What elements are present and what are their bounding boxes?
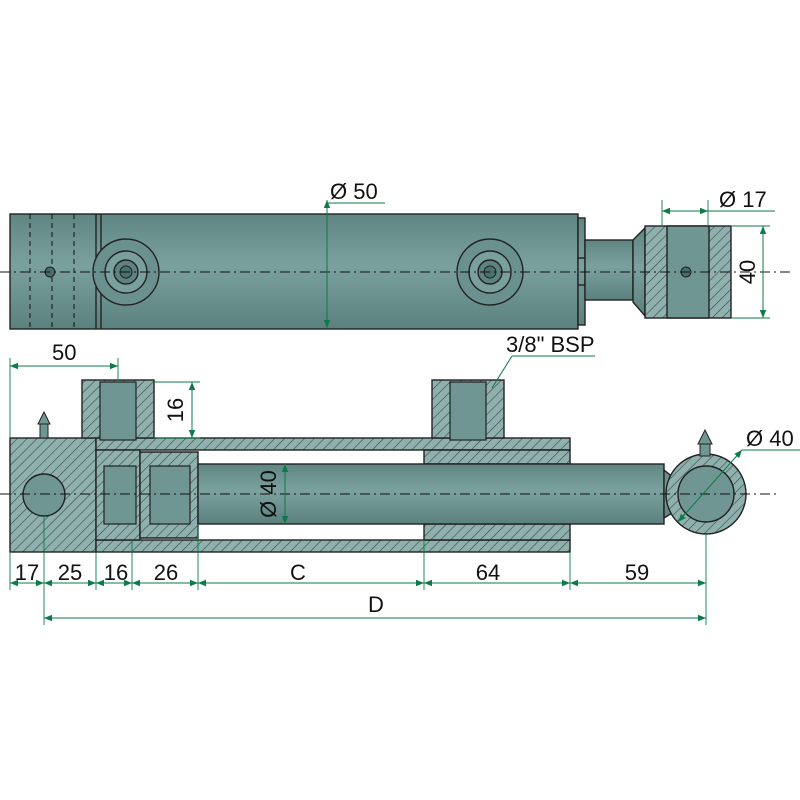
top-view: Ø 50 Ø 17 40 [0, 179, 790, 330]
side-tube-top-wall [95, 437, 571, 451]
side-port-front [431, 379, 505, 441]
dim-bottom-c: C [290, 560, 306, 585]
side-mount-hole [22, 473, 66, 517]
side-view: 50 16 3/8" BSP Ø 40 Ø 40 17 [0, 332, 800, 625]
dim-eye-outer-diameter: Ø 40 [746, 426, 794, 451]
dim-bottom-4: 26 [154, 560, 178, 585]
dim-bottom-7: 59 [625, 560, 649, 585]
dim-bottom-2: 25 [58, 560, 82, 585]
dim-body-diameter: Ø 50 [330, 179, 378, 204]
dim-overall-d: D [368, 592, 384, 617]
side-port-rear [81, 379, 155, 441]
top-piston-rod [584, 239, 634, 301]
dim-bottom-1: 17 [15, 560, 39, 585]
side-gland-lower [423, 523, 571, 541]
dim-rod-diameter: Ø 40 [256, 470, 281, 518]
dim-eye-diameter: Ø 17 [719, 187, 767, 212]
dim-port-height: 16 [163, 398, 188, 422]
dim-port-offset: 50 [52, 340, 76, 365]
side-gland-upper [423, 449, 571, 465]
dim-eye-width: 40 [735, 260, 760, 284]
port-thread-label: 3/8" BSP [506, 332, 595, 357]
dim-bottom-6: 64 [476, 560, 500, 585]
dim-bottom-3: 16 [104, 560, 128, 585]
side-tube-bottom-wall [95, 539, 571, 553]
